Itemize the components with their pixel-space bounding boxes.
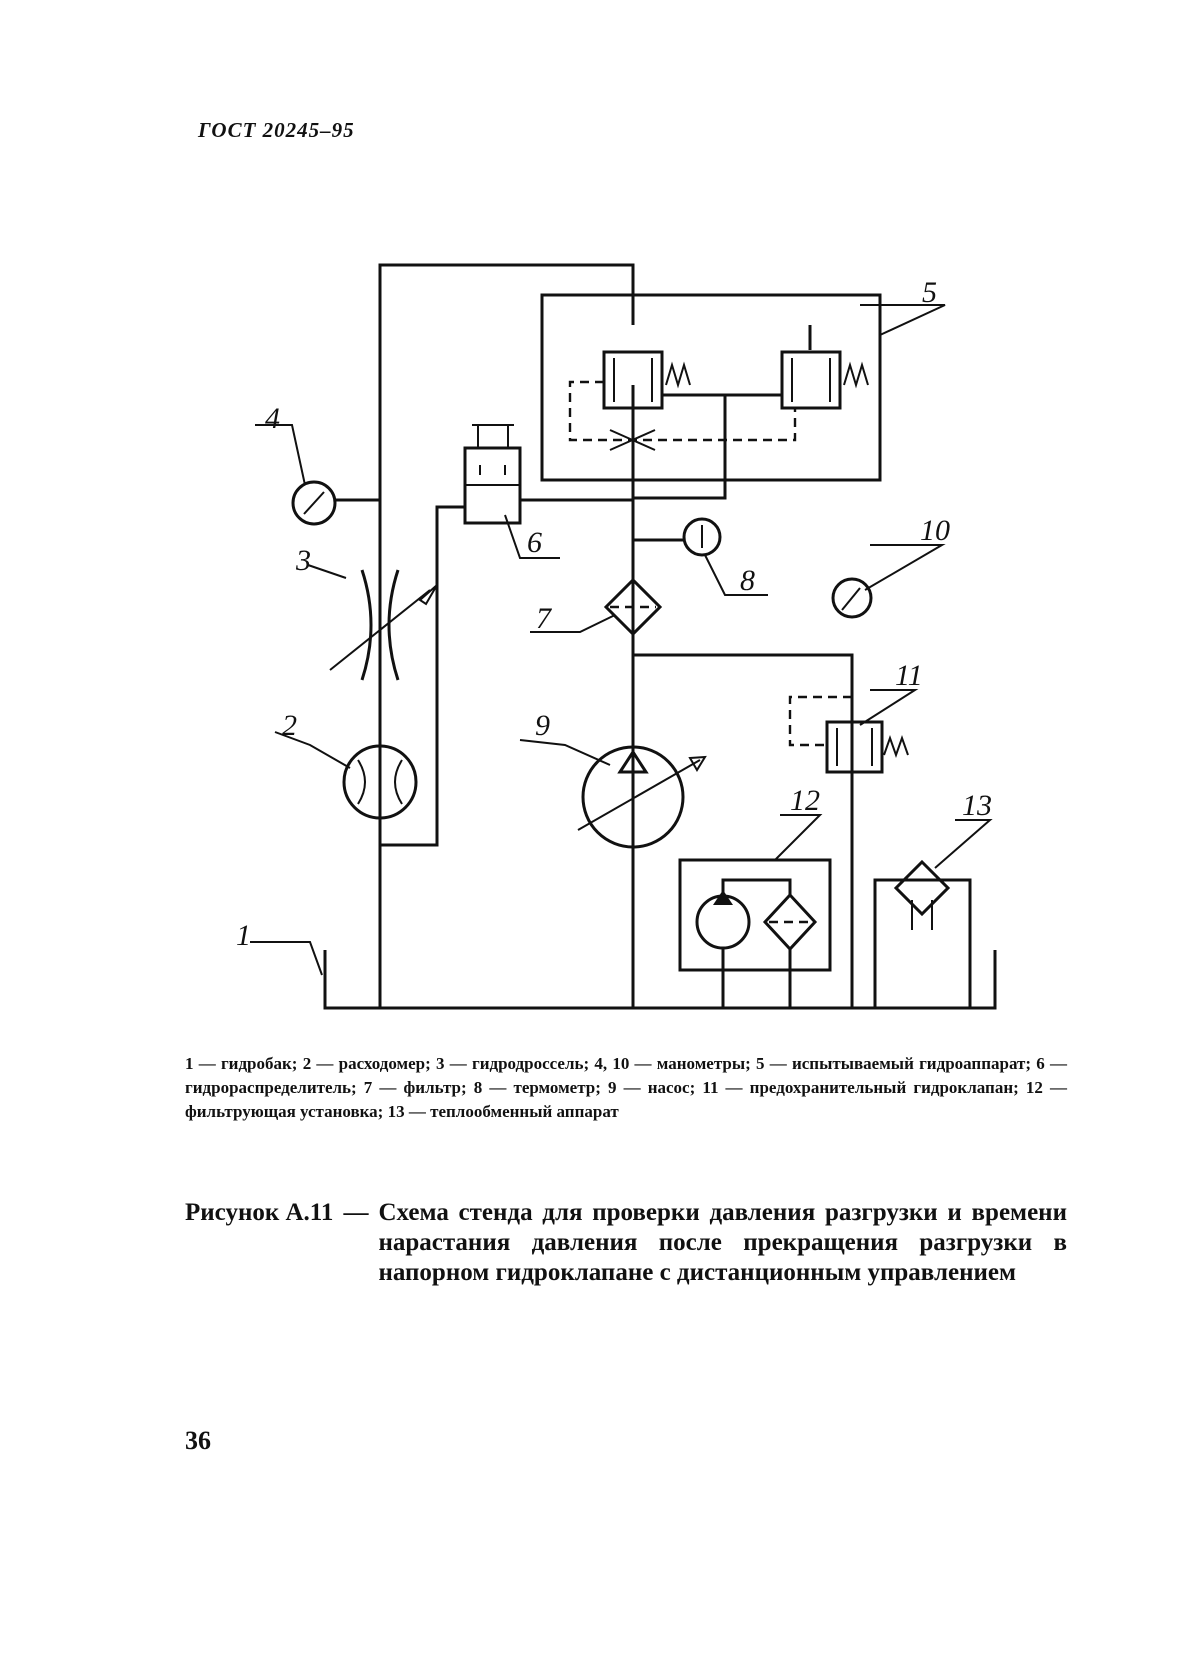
figure-number: Рисунок А.11 <box>185 1199 334 1226</box>
label-6: 6 <box>527 526 542 559</box>
label-8: 8 <box>740 564 755 597</box>
safety-valve-11 <box>788 695 909 774</box>
filter-7 <box>603 577 663 637</box>
pressure-gauge-4 <box>291 480 337 526</box>
tested-valve-assembly <box>540 293 882 482</box>
caption-dash: — <box>343 1199 369 1226</box>
label-11: 11 <box>895 659 923 692</box>
pump-9 <box>577 745 707 849</box>
label-3: 3 <box>295 544 311 577</box>
heat-exchanger-13 <box>873 859 972 1008</box>
label-9: 9 <box>535 709 550 742</box>
label-7: 7 <box>536 602 553 635</box>
leader-lines <box>250 304 993 976</box>
caption-text: Схема стенда для проверки давления разгр… <box>378 1199 1067 1286</box>
page-number: 36 <box>185 1426 211 1455</box>
label-4: 4 <box>265 402 280 435</box>
figure-legend: 1 — гидробак; 2 — расходомер; 3 — гидрод… <box>185 1054 1067 1121</box>
label-13: 13 <box>962 789 992 822</box>
label-10: 10 <box>920 514 950 547</box>
label-5: 5 <box>922 276 937 309</box>
label-2: 2 <box>282 709 297 742</box>
directional-valve-6 <box>463 424 522 525</box>
figure-caption: Рисунок А.11 — Схема стенда для проверки… <box>185 1198 1067 1288</box>
filtering-unit-12 <box>678 858 832 1008</box>
flowmeter-2 <box>342 744 418 820</box>
pressure-gauge-10 <box>831 577 873 619</box>
hydraulic-test-stand-scheme: 1 2 3 4 5 6 7 8 9 10 11 12 13 <box>236 263 997 1010</box>
pipelines <box>323 263 997 1010</box>
document-header: ГОСТ 20245–95 <box>198 118 355 142</box>
label-1: 1 <box>236 919 251 952</box>
label-12: 12 <box>790 784 820 817</box>
throttle-3 <box>329 569 438 681</box>
thermometer-8 <box>682 517 722 557</box>
